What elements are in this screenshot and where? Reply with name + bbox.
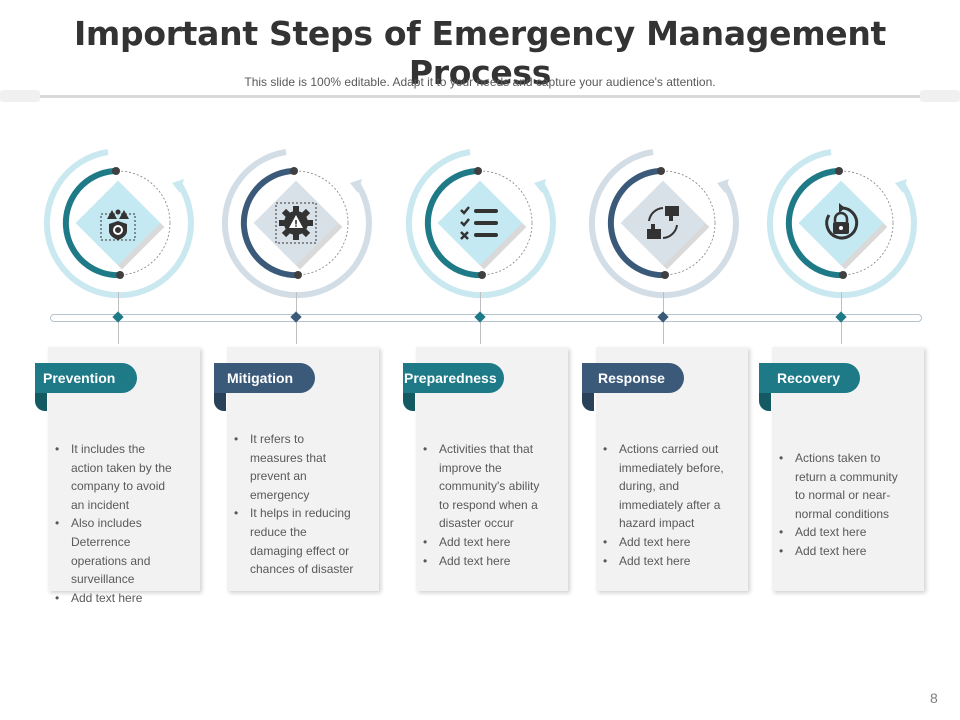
arc-end-dot: [112, 167, 120, 175]
tag-fold: [403, 393, 415, 411]
step-label: Prevention: [35, 363, 137, 393]
bullet-item: It includes the action taken by the comp…: [52, 440, 176, 514]
arc-end-dot: [839, 271, 847, 279]
header-rule: [40, 95, 920, 98]
arc-end-dot: [116, 271, 124, 279]
outer-ring-arc: [43, 149, 194, 299]
timeline-bar: [50, 314, 922, 322]
arc-end-dot: [657, 167, 665, 175]
tag-fold: [582, 393, 594, 411]
step-label: Recovery: [759, 363, 860, 393]
ring-arrowhead: [534, 179, 546, 193]
outer-ring-arc: [588, 149, 739, 299]
progress-arc: [240, 168, 301, 279]
ring-arrowhead: [350, 179, 362, 193]
step-label: Mitigation: [214, 363, 315, 393]
progress-arc: [424, 168, 485, 279]
step-bullets: Actions taken to return a community to n…: [776, 449, 900, 561]
step-bullets: Actions carried out immediately before, …: [600, 440, 724, 570]
bullet-item: Actions taken to return a community to n…: [776, 449, 900, 523]
bullet-item: Add text here: [600, 552, 724, 571]
thumbs-up-down-icon: [647, 206, 679, 239]
header-rule-tab-right: [920, 90, 960, 102]
arc-end-dot: [474, 167, 482, 175]
bullet-item: It helps in reducing reduce the damaging…: [231, 504, 355, 578]
outer-ring-arc: [221, 149, 372, 299]
arc-end-dot: [294, 271, 302, 279]
bullet-item: Activities that that improve the communi…: [420, 440, 544, 533]
arc-end-dot: [478, 271, 486, 279]
header-rule-tab-left: [0, 90, 40, 102]
step-label: Response: [582, 363, 684, 393]
slide-subtitle: This slide is 100% editable. Adapt it to…: [244, 75, 716, 89]
step-ring: [588, 149, 739, 299]
step-bullets: Activities that that improve the communi…: [420, 440, 544, 570]
checklist-icon: [460, 206, 498, 240]
step-ring: [43, 149, 194, 299]
icon-diamond: [620, 180, 706, 266]
tag-fold: [214, 393, 226, 411]
step-ring: [221, 149, 372, 299]
bullet-item: It refers to measures that prevent an em…: [231, 430, 355, 504]
bullet-item: Actions carried out immediately before, …: [600, 440, 724, 533]
arc-end-dot: [661, 271, 669, 279]
outer-ring-arc: [405, 149, 556, 299]
bullet-item: Add text here: [776, 542, 900, 561]
bullet-item: Add text here: [420, 533, 544, 552]
arc-end-dot: [835, 167, 843, 175]
step-bullets: It refers to measures that prevent an em…: [231, 430, 355, 579]
progress-arc: [62, 168, 123, 279]
ring-arrowhead: [717, 179, 729, 193]
progress-arc: [785, 168, 846, 279]
gear-warning-icon: [275, 202, 317, 244]
bullet-item: Add text here: [776, 523, 900, 542]
tag-fold: [35, 393, 47, 411]
outer-ring-arc: [766, 149, 917, 299]
bullet-item: Add text here: [52, 589, 176, 608]
refresh-lock-icon: [825, 203, 859, 240]
shield-gear-warning-icon: [100, 209, 136, 241]
page-number: 8: [930, 690, 938, 706]
step-bullets: It includes the action taken by the comp…: [52, 440, 176, 607]
ring-arrowhead: [172, 179, 184, 193]
ring-arrowhead: [895, 179, 907, 193]
step-ring: [766, 149, 917, 299]
progress-arc: [607, 168, 668, 279]
tag-fold: [759, 393, 771, 411]
bullet-item: Also includes Deterrence operations and …: [52, 514, 176, 588]
bullet-item: Add text here: [420, 552, 544, 571]
slide-title: Important Steps of Emergency Management …: [73, 14, 887, 92]
bullet-item: Add text here: [600, 533, 724, 552]
step-ring: [405, 149, 556, 299]
arc-end-dot: [290, 167, 298, 175]
step-label: Preparedness: [403, 363, 504, 393]
